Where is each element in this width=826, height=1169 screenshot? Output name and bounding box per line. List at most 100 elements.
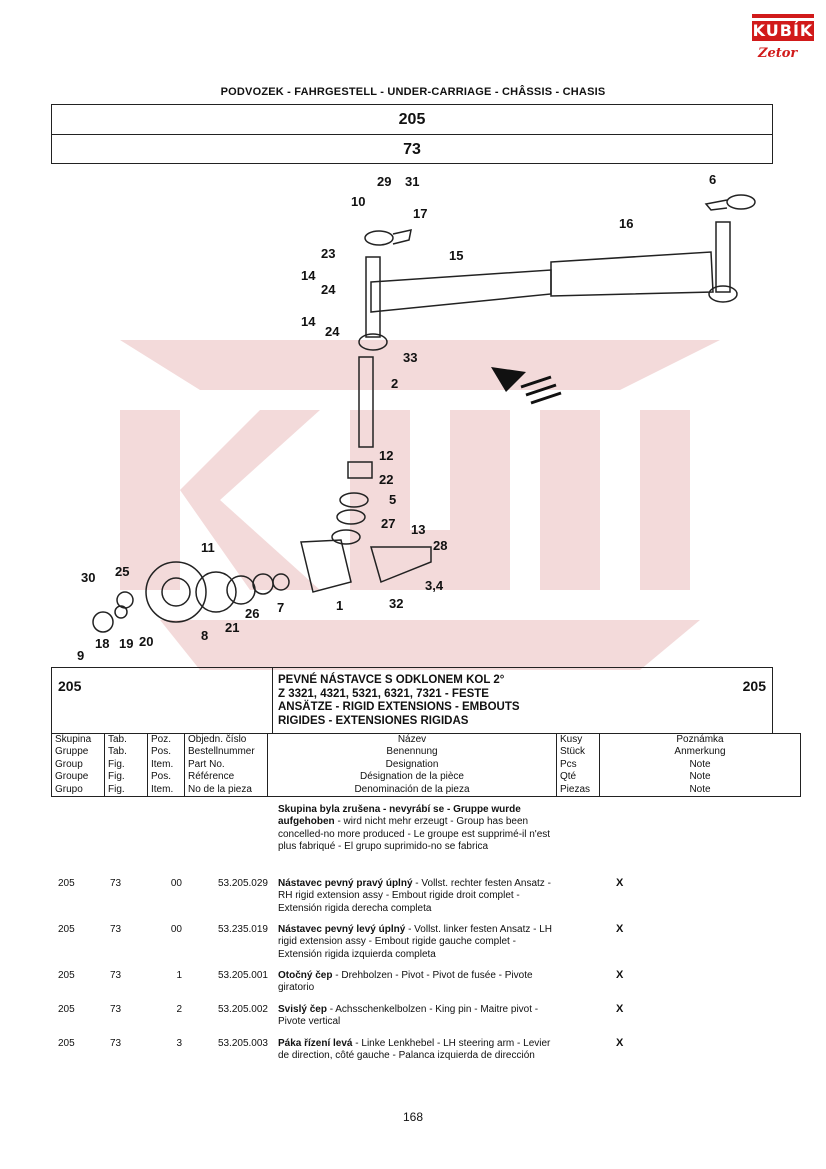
label-20: 20 <box>139 634 153 649</box>
row-group: 205 <box>58 924 75 935</box>
label-14: 14 <box>301 268 316 283</box>
label-12: 12 <box>379 448 393 463</box>
label-19: 19 <box>119 636 133 651</box>
row-group: 205 <box>58 1038 75 1049</box>
caption-title: PEVNÉ NÁSTAVCE S ODKLONEM KOL 2° Z 3321,… <box>278 674 520 728</box>
exploded-diagram: 29 31 6 10 17 16 23 15 14 24 14 24 33 2 … <box>77 172 756 662</box>
knuckle <box>300 539 352 593</box>
label-14b: 14 <box>301 314 316 329</box>
col-table: Tab.Tab.Fig.Fig.Fig. <box>104 732 148 798</box>
top-cap <box>364 230 394 246</box>
notice-bold: Skupina byla zrušena - nevyrábí se - Gru… <box>278 804 521 828</box>
right-tube <box>715 221 731 293</box>
label-9: 9 <box>77 648 84 662</box>
label-24: 24 <box>321 282 336 297</box>
label-8: 8 <box>201 628 208 643</box>
caption-group-left: 205 <box>58 678 82 694</box>
label-13: 13 <box>411 522 425 537</box>
label-15: 15 <box>449 248 463 263</box>
row-group: 205 <box>58 1004 75 1015</box>
row-note: X <box>616 1003 624 1015</box>
row-partno: 53.205.001 <box>217 970 268 981</box>
label-32: 32 <box>389 596 403 611</box>
row-description: Svislý čep - Achsschenkelbolzen - King p… <box>278 1004 539 1028</box>
label-22: 22 <box>379 472 393 487</box>
row-partno: 53.205.002 <box>217 1004 268 1015</box>
row-partno: 53.235.019 <box>217 924 268 935</box>
label-1: 1 <box>336 598 343 613</box>
logo-bar <box>752 14 814 18</box>
label-26: 26 <box>245 606 259 621</box>
label-27: 27 <box>381 516 395 531</box>
label-18: 18 <box>95 636 109 651</box>
label-3-4: 3,4 <box>425 578 444 593</box>
row-group: 205 <box>58 970 75 981</box>
label-23: 23 <box>321 246 335 261</box>
label-6: 6 <box>709 172 716 187</box>
row-partno: 53.205.003 <box>217 1038 268 1049</box>
label-5: 5 <box>389 492 396 507</box>
axle-beam-left <box>370 269 552 313</box>
row-partno: 53.205.029 <box>217 878 268 889</box>
page-number: 168 <box>402 1110 424 1124</box>
caption-line-3: ANSÄTZE - RIGID EXTENSIONS - EMBOUTS <box>278 701 520 713</box>
label-17: 17 <box>413 206 427 221</box>
row-pos: 2 <box>176 1004 182 1015</box>
row-description: Nástavec pevný pravý úplný - Vollst. rec… <box>278 878 551 914</box>
kubik-logo: KUBÍK Zetor <box>752 14 814 66</box>
label-31: 31 <box>405 174 419 189</box>
notice-rest: - wird nicht mehr erzeugt - Group has be… <box>278 816 551 853</box>
row-table: 73 <box>110 878 122 889</box>
row-pos: 3 <box>176 1038 182 1049</box>
group-box: 205 73 <box>51 104 773 164</box>
row-table: 73 <box>110 970 122 981</box>
axle-beam-right <box>550 251 714 297</box>
logo-subtext: Zetor <box>758 46 798 61</box>
row-note: X <box>616 923 624 935</box>
row-description: Nástavec pevný levý úplný - Vollst. link… <box>278 924 553 960</box>
label-11: 11 <box>201 540 215 555</box>
col-pos: Poz.Pos.Item.Pos.Item. <box>147 732 185 798</box>
row-note: X <box>616 877 624 889</box>
row-description: Otočný čep - Drehbolzen - Pivot - Pivot … <box>278 970 533 994</box>
page-header-title: PODVOZEK - FAHRGESTELL - UNDER-CARRIAGE … <box>220 86 606 98</box>
king-pin <box>358 356 374 448</box>
hub <box>145 561 207 623</box>
label-30: 30 <box>81 570 95 585</box>
row-description: Páka řízení levá - Linke Lenkhebel - LH … <box>278 1038 551 1062</box>
label-10: 10 <box>351 194 365 209</box>
label-25: 25 <box>115 564 129 579</box>
caption-line-4: RIGIDES - EXTENSIONES RIGIDAS <box>278 714 469 727</box>
caption-line-2: Z 3321, 4321, 5321, 6321, 7321 - FESTE <box>278 687 489 700</box>
caption-divider <box>272 668 273 734</box>
caption-box: 205 PEVNÉ NÁSTAVCE S ODKLONEM KOL 2° Z 3… <box>51 667 773 734</box>
label-29: 29 <box>377 174 391 189</box>
logo-text: KUBÍK <box>752 21 814 41</box>
group-number: 205 <box>52 105 772 135</box>
table-number: 73 <box>403 141 421 158</box>
row-table: 73 <box>110 1004 122 1015</box>
caption-line-1: PEVNÉ NÁSTAVCE S ODKLONEM KOL 2° <box>278 674 505 686</box>
row-note: X <box>616 969 624 981</box>
row-pos: 00 <box>170 878 182 889</box>
label-7: 7 <box>277 600 284 615</box>
caption-group-right: 205 <box>742 678 766 694</box>
row-note: X <box>616 1037 624 1049</box>
watermark <box>120 340 720 670</box>
label-21: 21 <box>225 620 239 635</box>
row-table: 73 <box>110 924 122 935</box>
diagram-labels: 29 31 6 10 17 16 23 15 14 24 14 24 33 2 … <box>77 172 716 662</box>
left-tube <box>365 256 381 338</box>
label-24b: 24 <box>325 324 340 339</box>
row-group: 205 <box>58 878 75 889</box>
row-pos: 1 <box>176 970 182 981</box>
row-pos: 00 <box>170 924 182 935</box>
label-2: 2 <box>391 376 398 391</box>
row-table: 73 <box>110 1038 122 1049</box>
label-28: 28 <box>433 538 447 553</box>
